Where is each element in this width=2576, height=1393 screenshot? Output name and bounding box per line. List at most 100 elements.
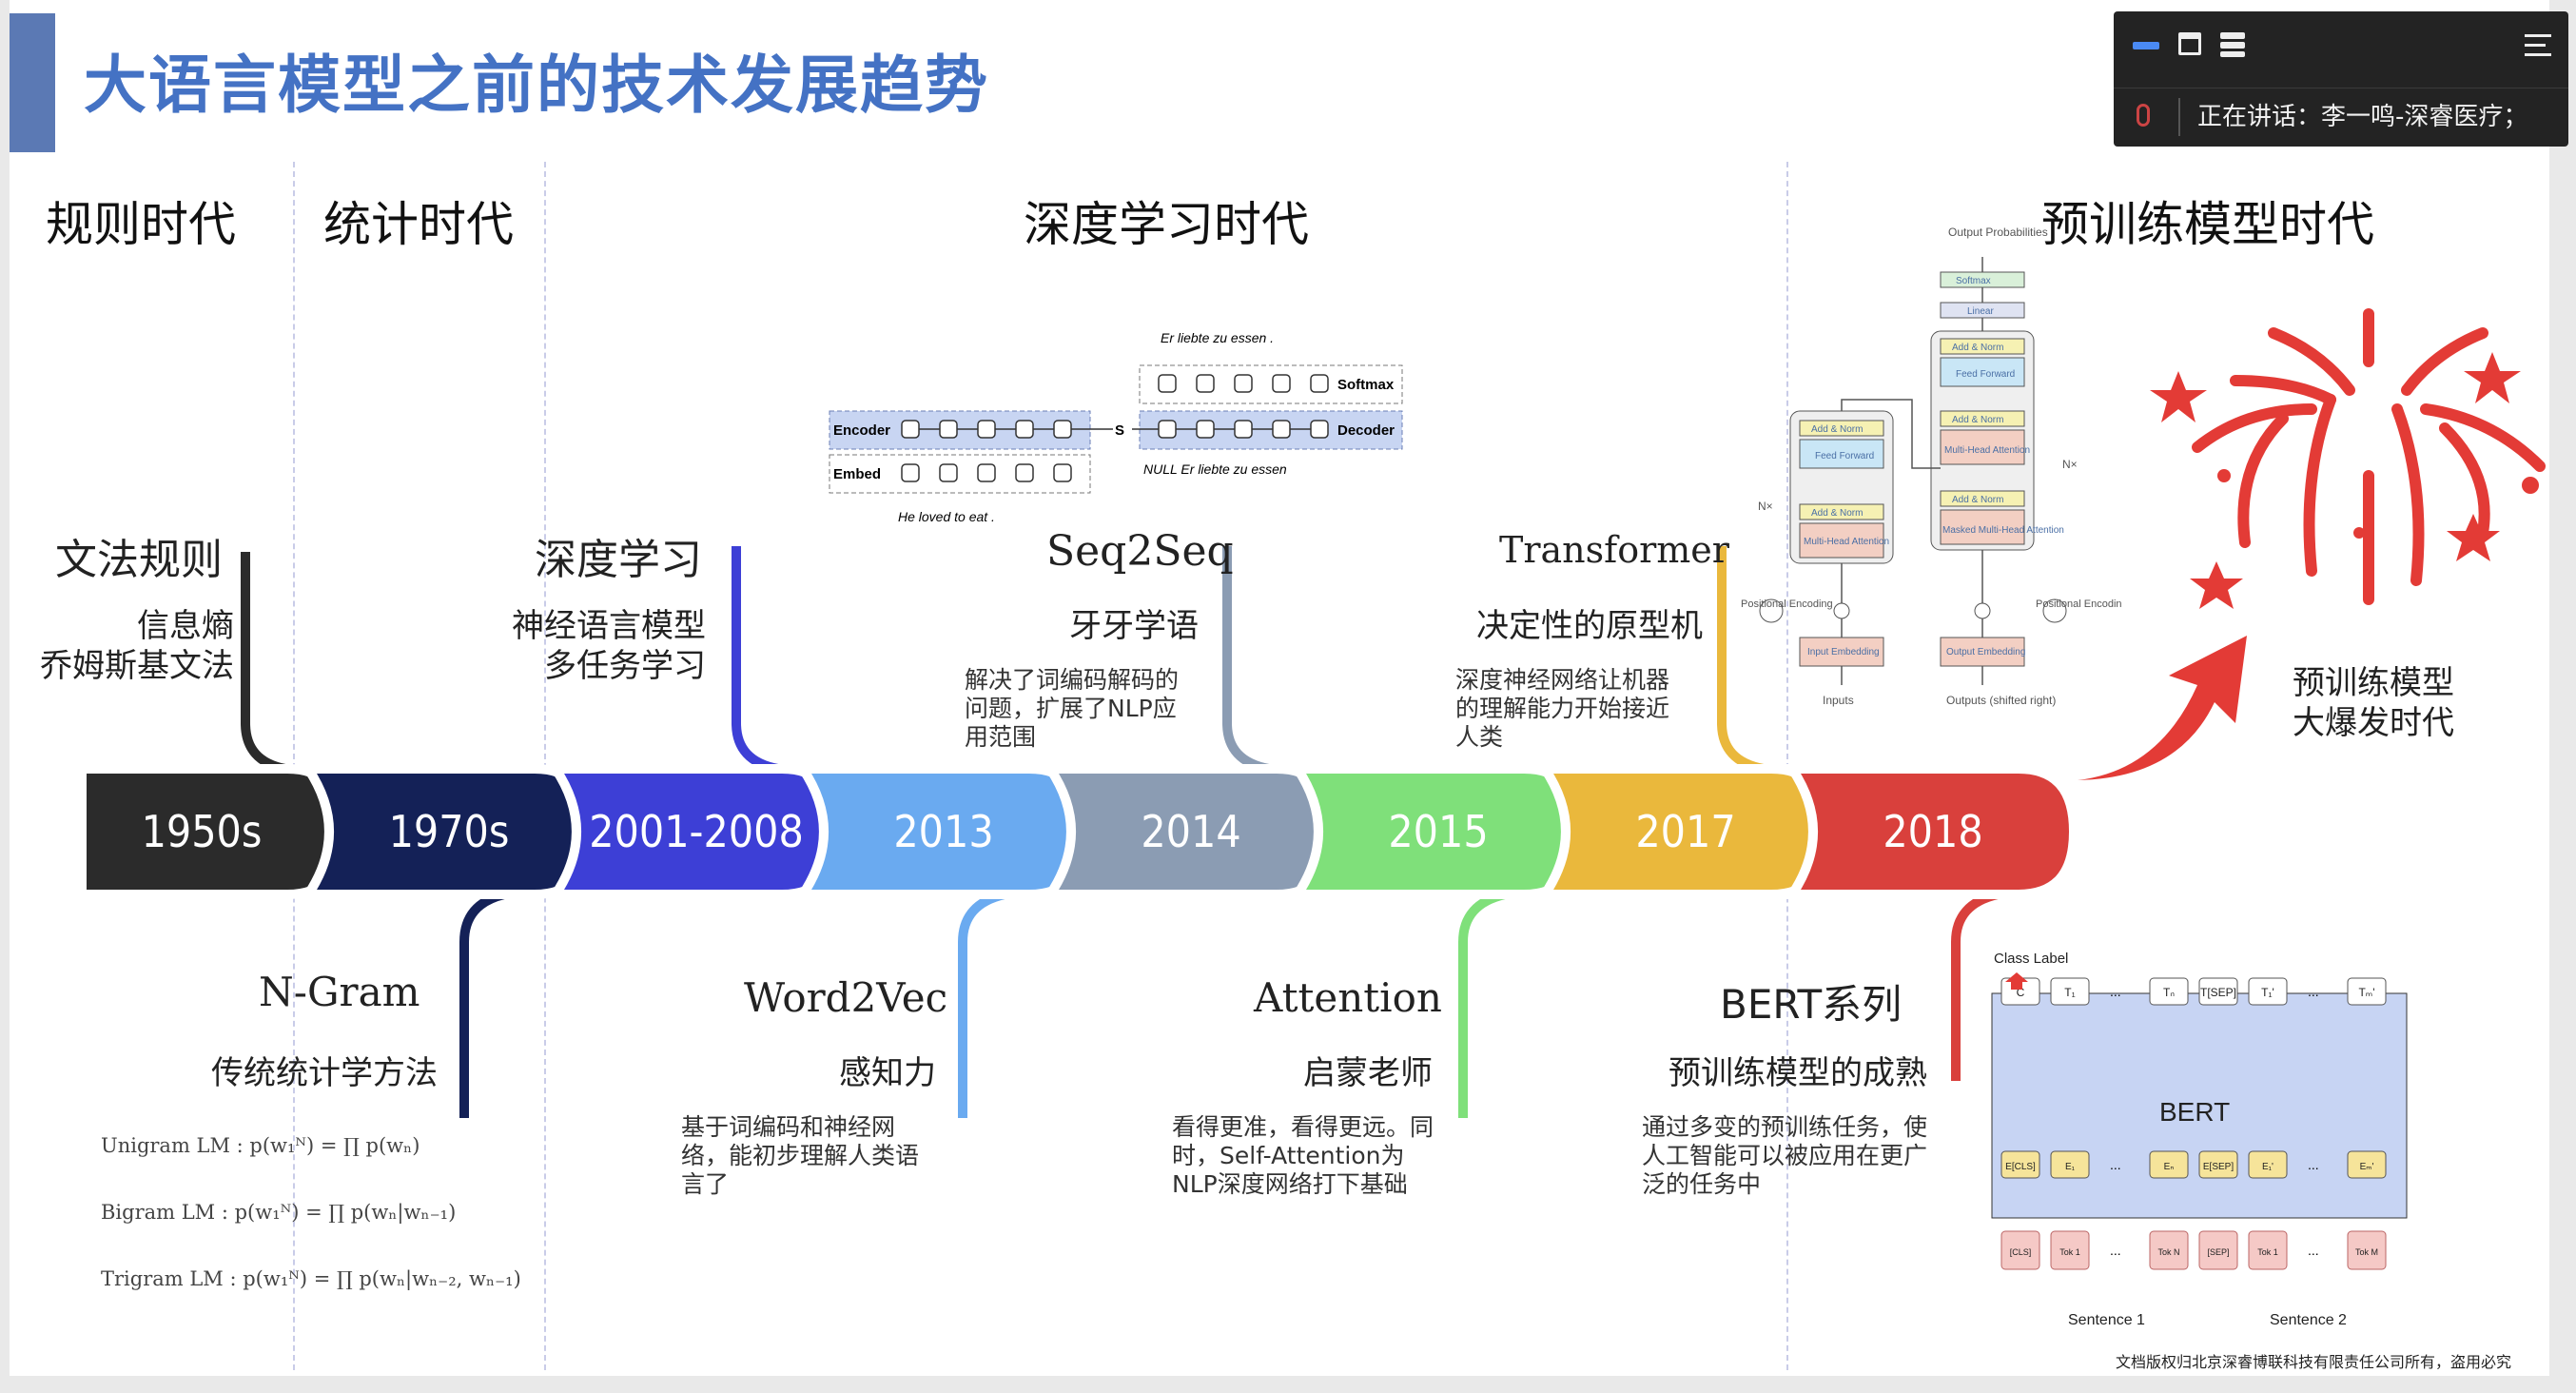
timeline-year-label: 1950s xyxy=(142,806,263,857)
list-icon[interactable] xyxy=(2220,32,2245,57)
label-attention-desc: 看得更准，看得更远。同时，Self-Attention为NLP深度网络打下基础 xyxy=(1172,1113,1434,1198)
bert-token-box xyxy=(2198,977,2238,1006)
bert-token-label: Tok 1 xyxy=(2059,1247,2080,1257)
share-panel-status xyxy=(2114,88,2568,147)
bert-token-label: Tₙ xyxy=(2163,986,2175,999)
bert-token-box xyxy=(2149,977,2189,1006)
bert-token-label: E[SEP] xyxy=(2203,1162,2234,1172)
bert-token-box xyxy=(2050,1150,2090,1179)
tf-pos-enc-right: Positional Encoding xyxy=(2036,598,2121,610)
tf-add-norm-4: Add & Norm xyxy=(1811,424,1863,435)
bert-ellipsis: ... xyxy=(2308,984,2319,999)
mic-muted-icon[interactable] xyxy=(2137,104,2150,127)
title-accent-bar xyxy=(10,13,55,152)
label-grammar-title: 文法规则 xyxy=(55,536,223,584)
label-deep-title: 深度学习 xyxy=(535,536,702,584)
connector-2001 xyxy=(732,546,780,774)
bert-token-label: [SEP] xyxy=(2207,1247,2229,1257)
fireworks-icon xyxy=(2150,308,2546,609)
label-word2vec-title: Word2Vec xyxy=(744,974,948,1021)
timeline-year-label: 2015 xyxy=(1388,806,1488,857)
bert-ellipsis: ... xyxy=(2110,1157,2121,1172)
formula-bigram: Bigram LM : p(w₁ᴺ) = ∏ p(wₙ|wₙ₋₁) xyxy=(101,1201,457,1224)
tf-add-norm-5: Add & Norm xyxy=(1811,508,1863,519)
formula-trigram: Trigram LM : p(w₁ᴺ) = ∏ p(wₙ|wₙ₋₂, wₙ₋₁) xyxy=(101,1267,521,1290)
label-attention-subtitle: 启蒙老师 xyxy=(1303,1054,1433,1092)
share-panel-toolbar xyxy=(2114,11,2568,80)
transformer-diagram: Output Probabilities Add & Norm xyxy=(1741,226,2121,707)
tf-outputs: Outputs (shifted right) xyxy=(1946,694,2056,707)
bert-token-label: T₁ xyxy=(2064,986,2075,999)
red-arrow-icon xyxy=(2078,636,2247,780)
timeline-year-label: 2001-2008 xyxy=(589,806,804,857)
bert-token-box xyxy=(2347,1230,2387,1270)
menu-icon[interactable] xyxy=(2525,32,2551,57)
bert-token-box xyxy=(2248,1230,2288,1270)
bert-token-label: Tok 1 xyxy=(2257,1247,2278,1257)
tf-output-prob: Output Probabilities xyxy=(1948,226,2048,239)
timeline-year-label: 2013 xyxy=(893,806,993,857)
label-bert-title: BERT系列 xyxy=(1720,981,1903,1028)
bert-token-label: E₁ xyxy=(2065,1162,2076,1172)
pretrain-line2: 大爆发时代 xyxy=(2293,704,2454,742)
bert-token-label: C xyxy=(2017,986,2025,999)
connector-1950s xyxy=(241,552,287,774)
tf-add-norm-2: Add & Norm xyxy=(1952,415,2003,425)
bert-sentence2: Sentence 2 xyxy=(2270,1312,2347,1328)
bert-token-label: T₁' xyxy=(2261,986,2274,999)
label-word2vec-subtitle: 感知力 xyxy=(839,1054,936,1092)
bert-sentence1: Sentence 1 xyxy=(2068,1312,2145,1328)
label-seq2seq-title: Seq2Seq xyxy=(1046,527,1234,576)
tf-inputs: Inputs xyxy=(1823,694,1854,707)
bert-token-label: T[SEP] xyxy=(2200,986,2236,999)
timeline-year-label: 2018 xyxy=(1883,806,1982,857)
label-attention-title: Attention xyxy=(1254,974,1442,1021)
era-deep-learning: 深度学习时代 xyxy=(1024,197,1309,252)
seq2seq-softmax-label: Softmax xyxy=(1337,377,1395,393)
bert-token-box xyxy=(2149,1150,2189,1179)
seq2seq-top-words: Er liebte zu essen . xyxy=(1161,330,1274,345)
label-bert-desc: 通过多变的预训练任务，使人工智能可以被应用在更广泛的任务中 xyxy=(1642,1113,1928,1198)
bert-ellipsis: ... xyxy=(2308,1243,2319,1258)
taskbar-strip xyxy=(0,1376,2576,1393)
tf-add-norm-1: Add & Norm xyxy=(1952,343,2003,353)
bert-token-box xyxy=(2248,1150,2288,1179)
bert-token-label: E[CLS] xyxy=(2005,1162,2036,1172)
seq2seq-decoder-label: Decoder xyxy=(1337,422,1395,439)
bert-ellipsis: ... xyxy=(2110,1243,2121,1258)
seq2seq-s-label: S xyxy=(1115,422,1124,439)
seq2seq-input-words: He loved to eat . xyxy=(898,509,995,524)
tf-add-norm-3: Add & Norm xyxy=(1952,495,2003,505)
label-grammar-line1: 信息熵 xyxy=(137,607,234,645)
bert-ellipsis: ... xyxy=(2308,1157,2319,1172)
tf-mha-2: Multi-Head Attention xyxy=(1804,537,1889,547)
tf-nx-right: N× xyxy=(2062,458,2078,471)
label-word2vec-desc: 基于词编码和神经网络，能初步理解人类语言了 xyxy=(681,1113,920,1198)
bert-token-label: E₁' xyxy=(2262,1162,2274,1172)
label-transformer-desc: 深度神经网络让机器的理解能力开始接近人类 xyxy=(1455,666,1670,751)
label-transformer-title: Transformer xyxy=(1499,529,1729,571)
seq2seq-embed-label: Embed xyxy=(833,466,881,482)
label-ngram-title: N-Gram xyxy=(259,969,420,1015)
copyright-text: 文档版权归北京深睿博联科技有限责任公司所有，盗用必究 xyxy=(2115,1353,2511,1371)
tf-pos-enc-left: Positional Encoding xyxy=(1741,598,1833,610)
bert-token-box xyxy=(2050,1230,2090,1270)
pretrain-line1: 预训练模型 xyxy=(2293,664,2454,702)
tf-input-emb: Input Embedding xyxy=(1807,647,1880,657)
bert-token-label: Eₘ' xyxy=(2360,1162,2374,1172)
minimize-icon[interactable] xyxy=(2133,42,2159,49)
label-seq2seq-subtitle: 牙牙学语 xyxy=(1069,607,1199,645)
era-rule: 规则时代 xyxy=(46,197,236,252)
formula-unigram: Unigram LM : p(w₁ᴺ) = ∏ p(wₙ) xyxy=(101,1134,420,1157)
meeting-share-panel: 正在讲话：李一鸣-深睿医疗； xyxy=(2114,11,2568,147)
bert-token-box xyxy=(2347,1150,2387,1179)
tf-feed-forward-1: Feed Forward xyxy=(1956,369,2015,380)
seq2seq-encoder-label: Encoder xyxy=(833,422,890,439)
tf-output-emb: Output Embedding xyxy=(1946,647,2025,657)
bert-center-label: BERT xyxy=(2159,1097,2230,1127)
window-icon[interactable] xyxy=(2178,32,2201,55)
bert-token-label: Tok N xyxy=(2157,1247,2179,1257)
label-transformer-subtitle: 决定性的原型机 xyxy=(1476,607,1703,645)
connector-2013 xyxy=(958,890,1006,1118)
